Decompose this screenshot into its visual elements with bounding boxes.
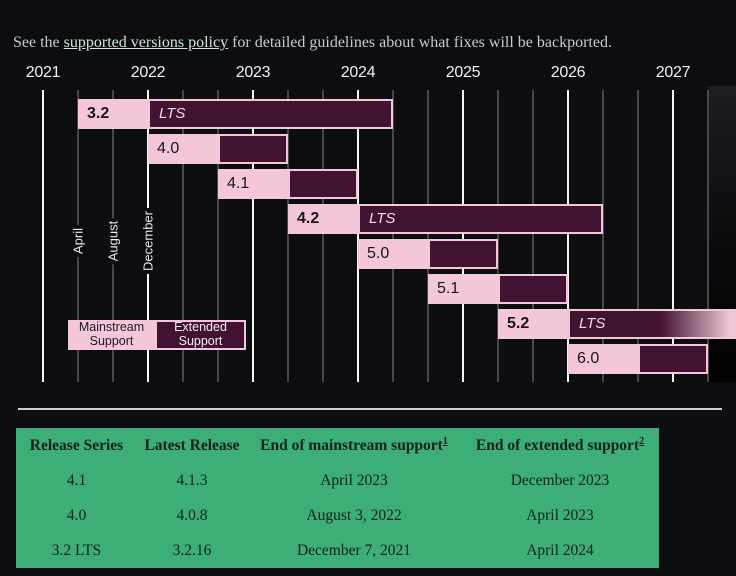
release-series-cell: 4.1 xyxy=(66,471,87,489)
intro-text: See the supported versions policy for de… xyxy=(13,32,723,54)
footnote-2-link[interactable]: 2 xyxy=(639,435,645,447)
end-mainstream-cell: August 3, 2022 xyxy=(306,506,402,524)
month-gridline xyxy=(287,90,289,382)
bar-version-label: 5.0 xyxy=(367,245,390,262)
bar-version-label: 4.0 xyxy=(157,140,180,157)
year-axis-label: 2022 xyxy=(130,64,166,81)
year-axis-label: 2021 xyxy=(25,64,61,81)
year-axis-label: 2024 xyxy=(340,64,376,81)
col-header-latest-release: Latest Release xyxy=(144,436,240,454)
intro-suffix: for detailed guidelines about what fixes… xyxy=(228,34,612,51)
month-gridline xyxy=(427,90,429,382)
table-row: 3.2 LTS 3.2.16 December 7, 2021 April 20… xyxy=(16,533,659,568)
bar-version-label: 4.1 xyxy=(227,175,250,192)
month-gridline xyxy=(532,90,534,382)
timeline-bar-3.2: 3.2 LTS xyxy=(77,99,393,129)
timeline-bar-6.0: 6.0 xyxy=(568,344,708,374)
month-tick-label: April xyxy=(68,224,88,258)
end-extended-cell: April 2024 xyxy=(526,541,594,559)
release-series-cell: 4.0 xyxy=(66,506,87,524)
extended-support-segment xyxy=(287,169,358,199)
extended-support-segment xyxy=(638,344,708,374)
extended-support-segment: LTS xyxy=(147,99,393,129)
table-row: 4.0 4.0.8 August 3, 2022 April 2023 xyxy=(16,498,659,533)
latest-release-cell: 4.0.8 xyxy=(176,506,208,524)
legend-mainstream-support: Mainstream Support xyxy=(78,320,145,348)
col-header-release-series: Release Series xyxy=(29,436,124,454)
timeline-bar-5.2: 5.2 LTS xyxy=(497,309,736,339)
month-gridline xyxy=(217,90,219,382)
year-gridline xyxy=(42,90,44,382)
month-gridline xyxy=(392,90,394,382)
end-extended-cell: April 2023 xyxy=(526,506,594,524)
year-gridline xyxy=(357,90,359,382)
extended-support-segment: LTS xyxy=(357,204,603,234)
year-axis-label: 2023 xyxy=(235,64,271,81)
month-tick-label: August xyxy=(103,217,123,265)
end-mainstream-cell: December 7, 2021 xyxy=(296,541,412,559)
timeline-bar-4.0: 4.0 xyxy=(148,134,288,164)
month-gridline xyxy=(707,90,709,382)
bar-version-label: 4.2 xyxy=(296,210,320,227)
month-gridline xyxy=(637,90,639,382)
end-mainstream-cell: April 2023 xyxy=(320,471,388,489)
extended-support-segment xyxy=(497,274,568,304)
legend: Mainstream Support Extended Support xyxy=(68,320,246,350)
bar-version-label: 5.2 xyxy=(506,315,530,332)
col-header-end-extended: End of extended support2 xyxy=(475,435,645,455)
table-row: 4.1 4.1.3 April 2023 December 2023 xyxy=(16,463,659,498)
year-axis-label: 2027 xyxy=(655,64,691,81)
col-header-end-mainstream: End of mainstream support1 xyxy=(260,435,448,455)
timeline-chart: Mainstream Support Extended Support 2021… xyxy=(25,64,736,382)
year-gridline xyxy=(567,90,569,382)
release-series-cell: 3.2 LTS xyxy=(51,541,102,559)
section-divider xyxy=(18,408,722,410)
footnote-1-link[interactable]: 1 xyxy=(442,435,448,447)
legend-extended-support: Extended Support xyxy=(155,320,246,350)
support-table: Release Series Latest Release End of mai… xyxy=(16,428,659,568)
end-extended-cell: December 2023 xyxy=(510,471,610,489)
extended-support-segment xyxy=(218,134,288,164)
supported-versions-policy-link[interactable]: supported versions policy xyxy=(63,34,229,51)
year-gridline xyxy=(462,90,464,382)
month-tick-label: December xyxy=(138,208,158,274)
intro-prefix: See the xyxy=(13,34,64,51)
bar-version-label: 3.2 xyxy=(86,105,110,122)
month-gridline xyxy=(497,90,499,382)
lts-label: LTS xyxy=(158,105,186,122)
timeline-bar-4.2: 4.2 LTS xyxy=(287,204,603,234)
year-axis-label: 2025 xyxy=(445,64,481,81)
latest-release-cell: 3.2.16 xyxy=(172,541,212,559)
bar-version-label: 5.1 xyxy=(437,280,460,297)
month-gridline xyxy=(322,90,324,382)
timeline-bar-4.1: 4.1 xyxy=(218,169,358,199)
lts-label: LTS xyxy=(578,315,606,332)
year-gridline xyxy=(672,90,674,382)
month-gridline xyxy=(602,90,604,382)
bar-version-label: 6.0 xyxy=(577,350,600,367)
month-gridline xyxy=(182,90,184,382)
extended-support-segment xyxy=(428,239,498,269)
lts-label: LTS xyxy=(368,210,396,227)
year-axis-label: 2026 xyxy=(550,64,586,81)
latest-release-cell: 4.1.3 xyxy=(176,471,208,489)
year-gridline xyxy=(252,90,254,382)
extended-support-segment: LTS xyxy=(567,309,736,339)
timeline-bar-5.0: 5.0 xyxy=(358,239,498,269)
table-header-row: Release Series Latest Release End of mai… xyxy=(16,428,659,463)
timeline-bar-5.1: 5.1 xyxy=(428,274,568,304)
